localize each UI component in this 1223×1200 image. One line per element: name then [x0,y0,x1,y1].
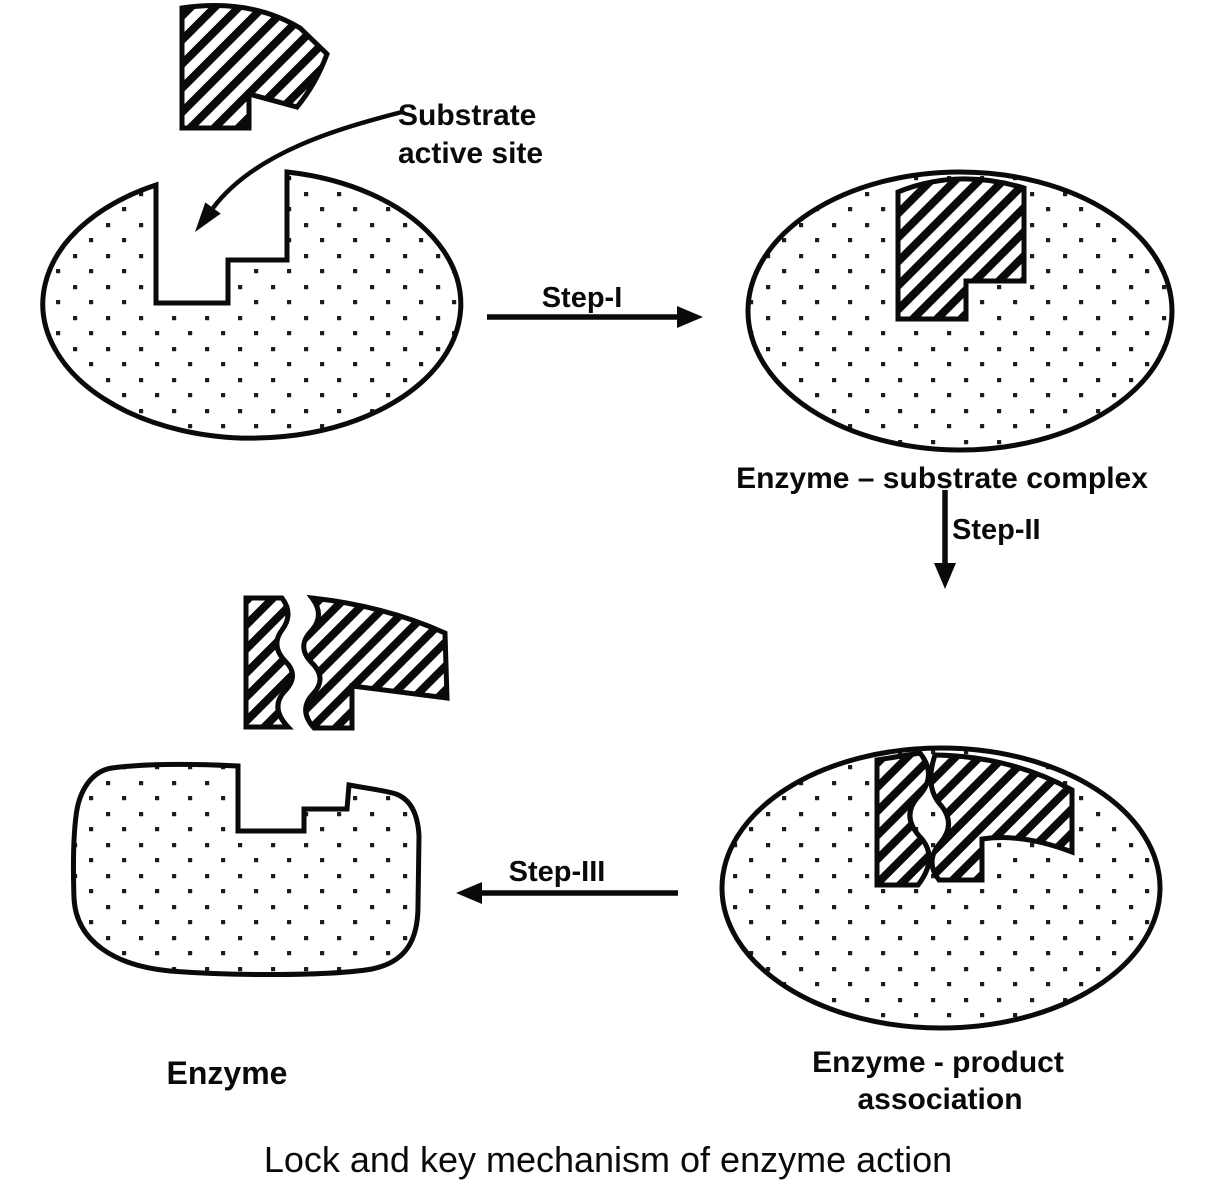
step-2-label: Step-II [952,514,1041,546]
step-1-label: Step-I [542,282,623,314]
bound-substrate-shape [895,176,1027,322]
released-products-group: Enzyme [70,594,450,1091]
step-2-arrow: Step-II [934,490,1041,589]
released-left-fragment [243,595,295,730]
free-enzyme-shape [70,761,422,978]
step-1-arrow: Step-I [487,282,703,328]
released-right-fragment [301,594,450,731]
step-2-arrowhead-icon [934,563,956,589]
substrate-active-site-label-line1: Substrate [398,99,536,132]
enzyme-substrate-complex-label: Enzyme – substrate complex [736,462,1148,495]
enzyme-product-label-line1: Enzyme - product [812,1046,1064,1079]
diagram-caption: Lock and key mechanism of enzyme action [264,1139,952,1180]
enzyme-product-association-group: Enzyme - product association [719,745,1163,1116]
step-3-label: Step-III [509,856,606,888]
enzyme-product-label-line2: association [857,1083,1022,1116]
step-3-arrow: Step-III [456,856,678,904]
product-right-fragment [928,752,1075,883]
enzyme-ellipse-active-site [40,169,464,441]
product-left-fragment [874,750,932,888]
substrate-active-site-label-line2: active site [398,137,543,170]
enzyme-label: Enzyme [167,1055,288,1091]
enzyme-substrate-complex-group: Enzyme – substrate complex [736,169,1175,495]
step-1-arrowhead-icon [677,306,703,328]
step-3-arrowhead-icon [456,882,482,904]
substrate-shape [179,3,330,131]
substrate-pointer-arrowhead-icon [195,202,221,232]
enzyme-with-substrate-group: Substrate active site [40,3,543,441]
substrate-pointer-arrow [211,109,403,210]
